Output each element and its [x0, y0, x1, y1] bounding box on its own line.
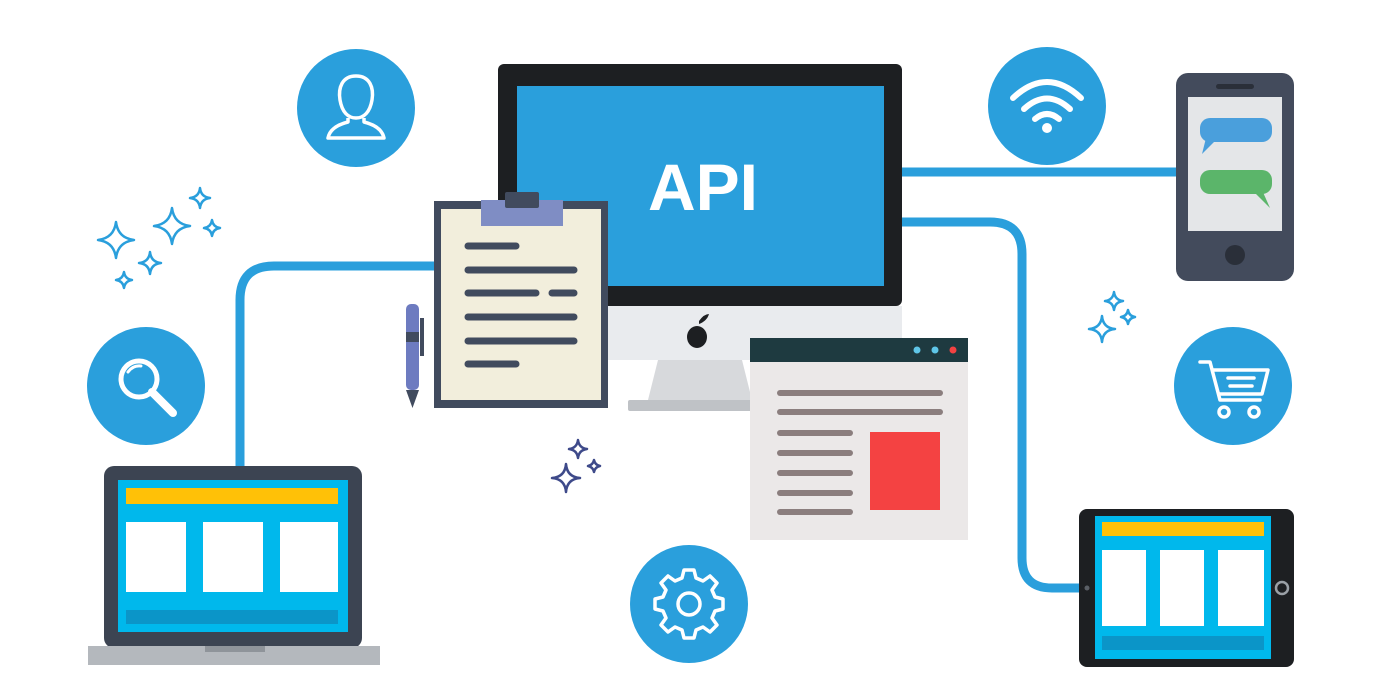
sparkle-icon — [1087, 290, 1137, 344]
api-label: API — [648, 150, 758, 224]
chat-bubble-green — [1200, 170, 1272, 208]
smartphone — [1176, 73, 1294, 281]
browser-dot-icon — [949, 346, 957, 354]
connection-lines — [235, 167, 1185, 593]
browser-dot-icon — [913, 346, 921, 354]
chat-bubble-blue — [1200, 118, 1272, 154]
browser-dot-icon — [931, 346, 939, 354]
laptop — [88, 466, 380, 665]
sparkle-icon — [550, 438, 602, 494]
user-icon — [297, 49, 415, 167]
tablet — [1079, 509, 1294, 667]
connection-line-laptop — [235, 261, 445, 471]
search-icon — [87, 327, 205, 445]
pen-icon — [406, 304, 424, 408]
apple-logo-icon — [687, 314, 709, 348]
shopping-cart-icon — [1174, 327, 1292, 445]
gear-icon — [630, 545, 748, 663]
sparkle-icon — [96, 186, 222, 290]
connection-line-tablet — [897, 217, 1089, 593]
clipboard-document — [434, 192, 608, 408]
browser-window — [750, 338, 968, 540]
wifi-icon — [988, 47, 1106, 165]
